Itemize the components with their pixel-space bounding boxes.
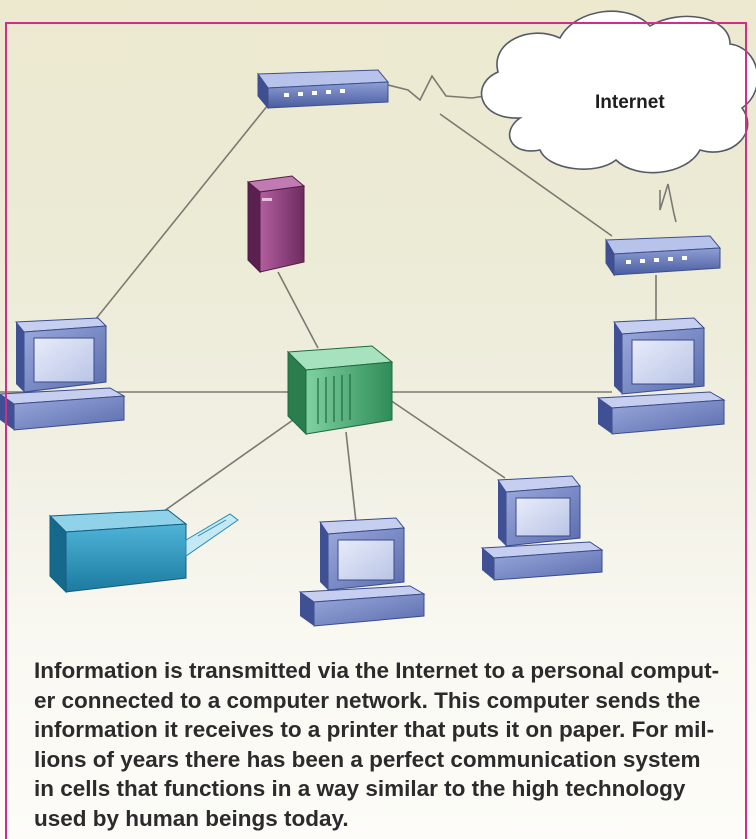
modem-top-icon	[257, 69, 390, 110]
link-modem-to-pc-right	[439, 113, 613, 237]
link-zigzag-right	[659, 183, 677, 223]
link-modem-to-pc-left	[94, 99, 273, 321]
figure-frame	[5, 22, 747, 839]
server-tower-icon	[246, 175, 306, 274]
network-hub-icon	[286, 345, 394, 436]
computer-left-icon	[0, 317, 126, 431]
link-hub-to-pc-bottom-right	[389, 399, 506, 479]
network-diagram: Internet	[0, 10, 756, 627]
link-zigzag-top	[375, 74, 511, 102]
link-server-to-hub	[277, 271, 319, 349]
computer-bottom-right-icon	[480, 475, 604, 581]
cloud-icon: Internet	[480, 10, 756, 174]
link-hub-to-printer	[139, 414, 301, 529]
cloud-label: Internet	[595, 92, 665, 113]
modem-right-icon	[605, 235, 722, 277]
figure-caption: Information is transmitted via the Inter…	[34, 658, 720, 831]
computer-bottom-center-icon	[298, 517, 426, 627]
link-hub-to-pc-center	[345, 431, 357, 523]
computer-right-icon	[596, 317, 726, 435]
printer-icon	[48, 509, 239, 594]
